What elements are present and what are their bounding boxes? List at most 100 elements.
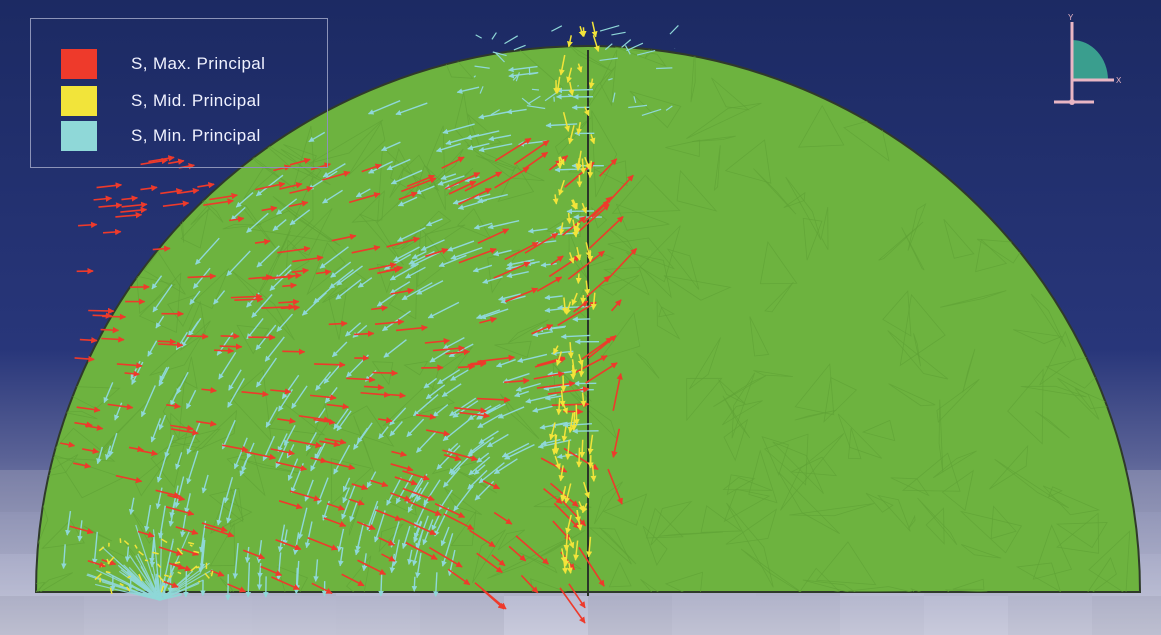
min-principal-vector xyxy=(313,559,319,582)
mesh-element xyxy=(130,510,154,544)
max-principal-vector xyxy=(371,304,388,312)
min-principal-vector xyxy=(216,497,225,526)
min-principal-vector xyxy=(187,321,199,337)
min-principal-vector xyxy=(185,389,197,410)
mid-principal-vector xyxy=(105,570,111,574)
mid-principal-vector xyxy=(198,580,201,583)
mesh-element xyxy=(753,168,797,215)
max-principal-vector xyxy=(197,181,215,189)
min-principal-vector xyxy=(447,240,475,252)
legend-item-min: S, Min. Principal xyxy=(61,121,261,151)
min-principal-vector xyxy=(456,86,480,94)
mid-principal-vector xyxy=(560,375,567,392)
mesh-element xyxy=(932,450,977,479)
max-principal-vector xyxy=(372,369,398,377)
max-principal-vector xyxy=(289,157,311,166)
max-principal-vector xyxy=(102,228,122,236)
mesh-element xyxy=(941,469,974,512)
min-principal-vector xyxy=(361,553,368,572)
mesh-element xyxy=(615,46,667,67)
min-principal-vector xyxy=(407,487,422,513)
max-principal-vector xyxy=(167,494,186,502)
max-principal-vector xyxy=(271,576,300,591)
min-principal-vector xyxy=(128,566,161,601)
min-principal-vector xyxy=(397,226,426,242)
min-principal-vector xyxy=(433,572,439,597)
mid-principal-vector xyxy=(576,509,583,531)
mesh-element xyxy=(772,441,824,494)
mesh-element xyxy=(236,324,270,355)
mesh-element xyxy=(994,458,1069,509)
min-principal-vector xyxy=(256,245,280,268)
max-principal-vector xyxy=(319,440,341,448)
min-principal-vector xyxy=(366,471,377,489)
mid-principal-vector xyxy=(570,359,577,376)
min-principal-vector xyxy=(389,421,403,437)
min-principal-vector xyxy=(341,485,356,520)
mesh-element xyxy=(353,415,375,473)
max-principal-vector xyxy=(328,320,348,327)
min-principal-vector xyxy=(155,560,161,601)
min-principal-vector xyxy=(411,250,427,260)
max-principal-vector xyxy=(121,195,138,202)
mid-principal-vector xyxy=(109,587,113,595)
min-principal-vector xyxy=(304,521,313,549)
max-principal-vector xyxy=(315,269,332,276)
mid-principal-vector xyxy=(587,434,594,455)
max-principal-vector xyxy=(573,355,608,375)
min-principal-vector xyxy=(356,427,369,444)
max-principal-vector xyxy=(454,407,487,414)
mid-principal-vector xyxy=(575,273,582,284)
min-principal-vector xyxy=(526,105,546,110)
mesh-element xyxy=(639,225,681,283)
max-principal-vector xyxy=(587,334,617,359)
mesh-element xyxy=(645,507,684,539)
max-principal-vector xyxy=(323,517,347,528)
mesh-element xyxy=(952,578,985,590)
mesh-element xyxy=(725,508,778,545)
mesh-element xyxy=(191,409,238,453)
mid-principal-vector xyxy=(568,81,575,96)
max-principal-vector xyxy=(326,502,345,511)
max-principal-vector xyxy=(260,565,283,576)
mid-principal-vector xyxy=(556,156,563,170)
mesh-element xyxy=(711,77,750,111)
min-principal-vector xyxy=(543,384,572,391)
min-principal-vector xyxy=(221,419,236,450)
mesh-element xyxy=(846,586,913,592)
min-principal-vector xyxy=(281,374,300,400)
orientation-triad-icon[interactable]: Y X xyxy=(1040,10,1130,110)
mid-principal-vector xyxy=(580,294,587,304)
min-principal-vector xyxy=(344,322,362,337)
mesh-element xyxy=(599,49,618,107)
mid-principal-vector xyxy=(575,150,582,171)
min-principal-vector xyxy=(77,520,83,542)
mesh-element xyxy=(724,139,772,184)
max-principal-vector xyxy=(567,250,605,280)
mesh-element xyxy=(908,514,916,529)
max-principal-vector xyxy=(591,200,610,218)
mid-principal-vector xyxy=(580,392,587,407)
mid-principal-vector xyxy=(555,398,562,416)
max-principal-vector xyxy=(278,298,300,306)
min-principal-vector xyxy=(425,384,446,400)
min-principal-vector xyxy=(144,580,161,601)
max-principal-vector xyxy=(370,479,389,488)
max-principal-vector xyxy=(536,276,563,292)
max-principal-vector xyxy=(204,526,235,538)
max-principal-vector xyxy=(361,163,382,173)
min-principal-vector xyxy=(180,514,187,538)
mid-principal-vector xyxy=(561,297,568,314)
min-principal-vector xyxy=(472,264,493,273)
min-principal-vector xyxy=(376,293,396,307)
mesh-element xyxy=(877,494,911,532)
max-principal-vector xyxy=(124,370,140,377)
max-principal-vector xyxy=(101,336,125,343)
min-principal-vector xyxy=(198,520,207,553)
mesh-element xyxy=(686,102,762,139)
min-principal-vector xyxy=(383,339,407,358)
min-principal-vector xyxy=(313,286,333,304)
mesh-element xyxy=(125,543,141,561)
